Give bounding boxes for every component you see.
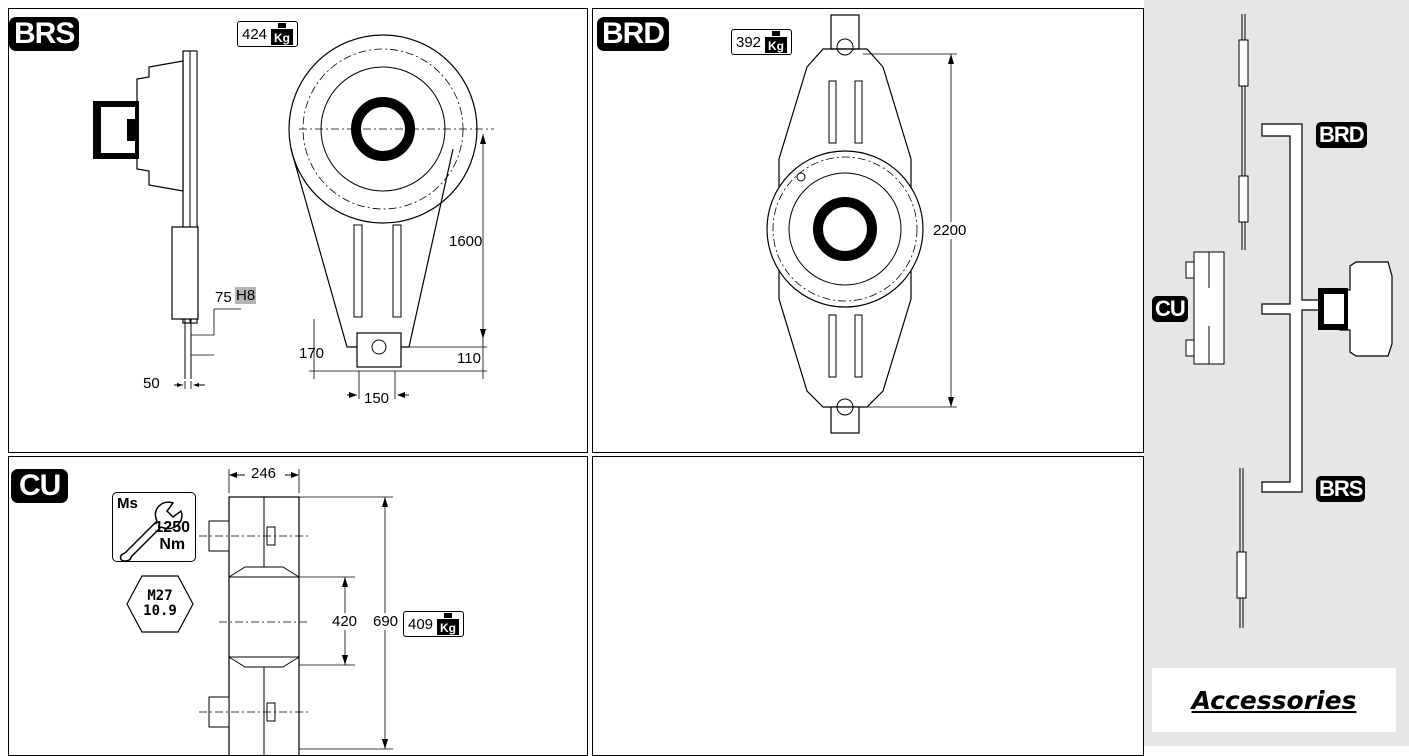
- cu-dim-height: 690: [373, 613, 399, 630]
- torque-spec: 1250 Nm: [154, 519, 190, 553]
- brs-weight-value: 424: [242, 25, 268, 43]
- brd-weight-badge: 392 Kg: [731, 29, 793, 55]
- torque-value: 1250: [154, 519, 190, 536]
- accessories-title: Accessories: [1191, 685, 1357, 715]
- brd-dim-length: 2200: [933, 222, 967, 239]
- svg-text:Kg: Kg: [440, 621, 456, 635]
- brs-dim-lug-width: 150: [364, 390, 390, 407]
- cu-weight-badge: 409 Kg: [403, 611, 465, 637]
- bolt-spec: M27 10.9: [126, 589, 194, 619]
- panel-brs: BRS 424 Kg: [8, 8, 588, 453]
- svg-text:Kg: Kg: [274, 31, 290, 45]
- panel-accessories: BRD CU BRS: [1144, 0, 1409, 746]
- brd-weight-value: 392: [736, 33, 762, 51]
- bolt-grade: 10.9: [143, 603, 177, 619]
- cu-weight-value: 409: [408, 615, 434, 633]
- weight-icon: Kg: [437, 613, 460, 635]
- accessories-title-box: Accessories: [1152, 668, 1396, 732]
- accessories-cu-tag: CU: [1152, 296, 1188, 322]
- brs-dim-bore: 75: [215, 289, 232, 306]
- torque-badge: Ms 1250 Nm: [112, 492, 196, 562]
- cu-dim-gap: 420: [332, 613, 358, 630]
- accessories-assembly: [1185, 14, 1393, 628]
- brs-dim-fit: H8: [235, 287, 257, 304]
- brs-weight-badge: 424 Kg: [237, 21, 299, 47]
- brs-dim-thickness: 50: [143, 375, 160, 392]
- cu-front-view: [199, 469, 393, 755]
- brs-dim-lug-end: 110: [457, 350, 481, 367]
- brd-tag: BRD: [597, 17, 669, 51]
- brs-tag: BRS: [9, 17, 80, 51]
- bolt-hex-icon: [126, 575, 194, 633]
- panel-empty: [592, 456, 1144, 756]
- panel-cu: CU 246 420 690 409 Kg: [8, 456, 588, 756]
- accessories-brs-tag: BRS: [1316, 476, 1366, 502]
- torque-label: Ms: [117, 495, 138, 512]
- cu-dim-width: 246: [251, 465, 277, 482]
- brs-dim-height: 1600: [449, 233, 483, 250]
- brs-dim-lug-offset: 170: [299, 345, 325, 362]
- weight-icon: Kg: [271, 23, 294, 45]
- brs-side-view: [93, 34, 494, 399]
- weight-icon: Kg: [765, 31, 788, 53]
- accessories-brd-tag: BRD: [1316, 122, 1367, 148]
- svg-text:Kg: Kg: [768, 39, 784, 53]
- panel-brd: BRD 392 Kg 2200: [592, 8, 1144, 453]
- brd-front-view: [766, 14, 957, 434]
- bolt-size: M27: [147, 588, 173, 604]
- cu-tag: CU: [11, 469, 69, 503]
- wrench-icon: [119, 501, 183, 562]
- torque-unit: Nm: [159, 536, 186, 553]
